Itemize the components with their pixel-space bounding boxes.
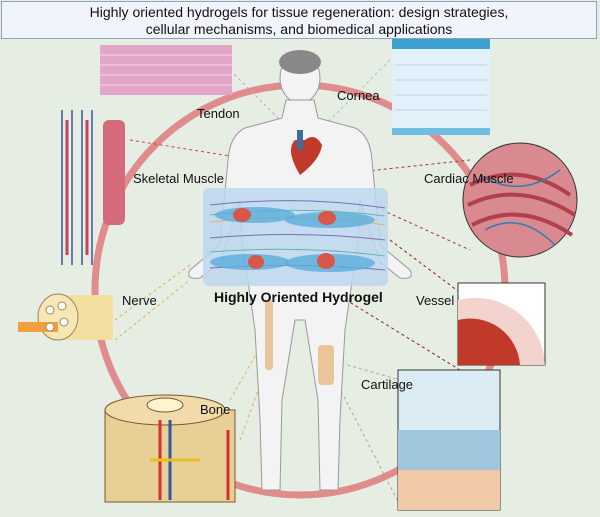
knee-joint-icon [318,345,334,385]
label-cartilage: Cartilage [361,377,414,392]
label-cornea: Cornea [337,88,380,103]
vessel-illustration [457,282,546,366]
label-skeletal-muscle: Skeletal Muscle [133,171,225,186]
label-vessel: Vessel [416,293,455,308]
label-nerve: Nerve [122,293,157,308]
nucleus [233,208,251,222]
arm-bone-icon [265,300,273,370]
label-cardiac-muscle: Cardiac Muscle [424,171,514,186]
label-bone: Bone [200,402,231,417]
tendon-illustration [100,45,232,95]
nucleus [317,253,335,269]
title-line-2: cellular mechanisms, and biomedical appl… [145,21,453,37]
nerve-illustration [18,293,113,341]
cartilage-illustration [397,369,501,511]
skeletal-muscle-illustration [61,110,125,265]
label-tendon: Tendon [197,106,240,121]
nucleus [248,255,264,269]
cornea-illustration [392,35,490,135]
bone-illustration [104,394,236,503]
label-highly-oriented-hydrogel: Highly Oriented Hydrogel [214,289,383,305]
hair [279,50,321,74]
cardiac-muscle-illustration [462,142,578,258]
hydrogel-panel [203,188,388,286]
title-banner: Highly oriented hydrogels for tissue reg… [1,1,597,39]
nucleus [318,211,336,225]
heart-icon [291,130,322,175]
title-line-1: Highly oriented hydrogels for tissue reg… [89,4,509,20]
